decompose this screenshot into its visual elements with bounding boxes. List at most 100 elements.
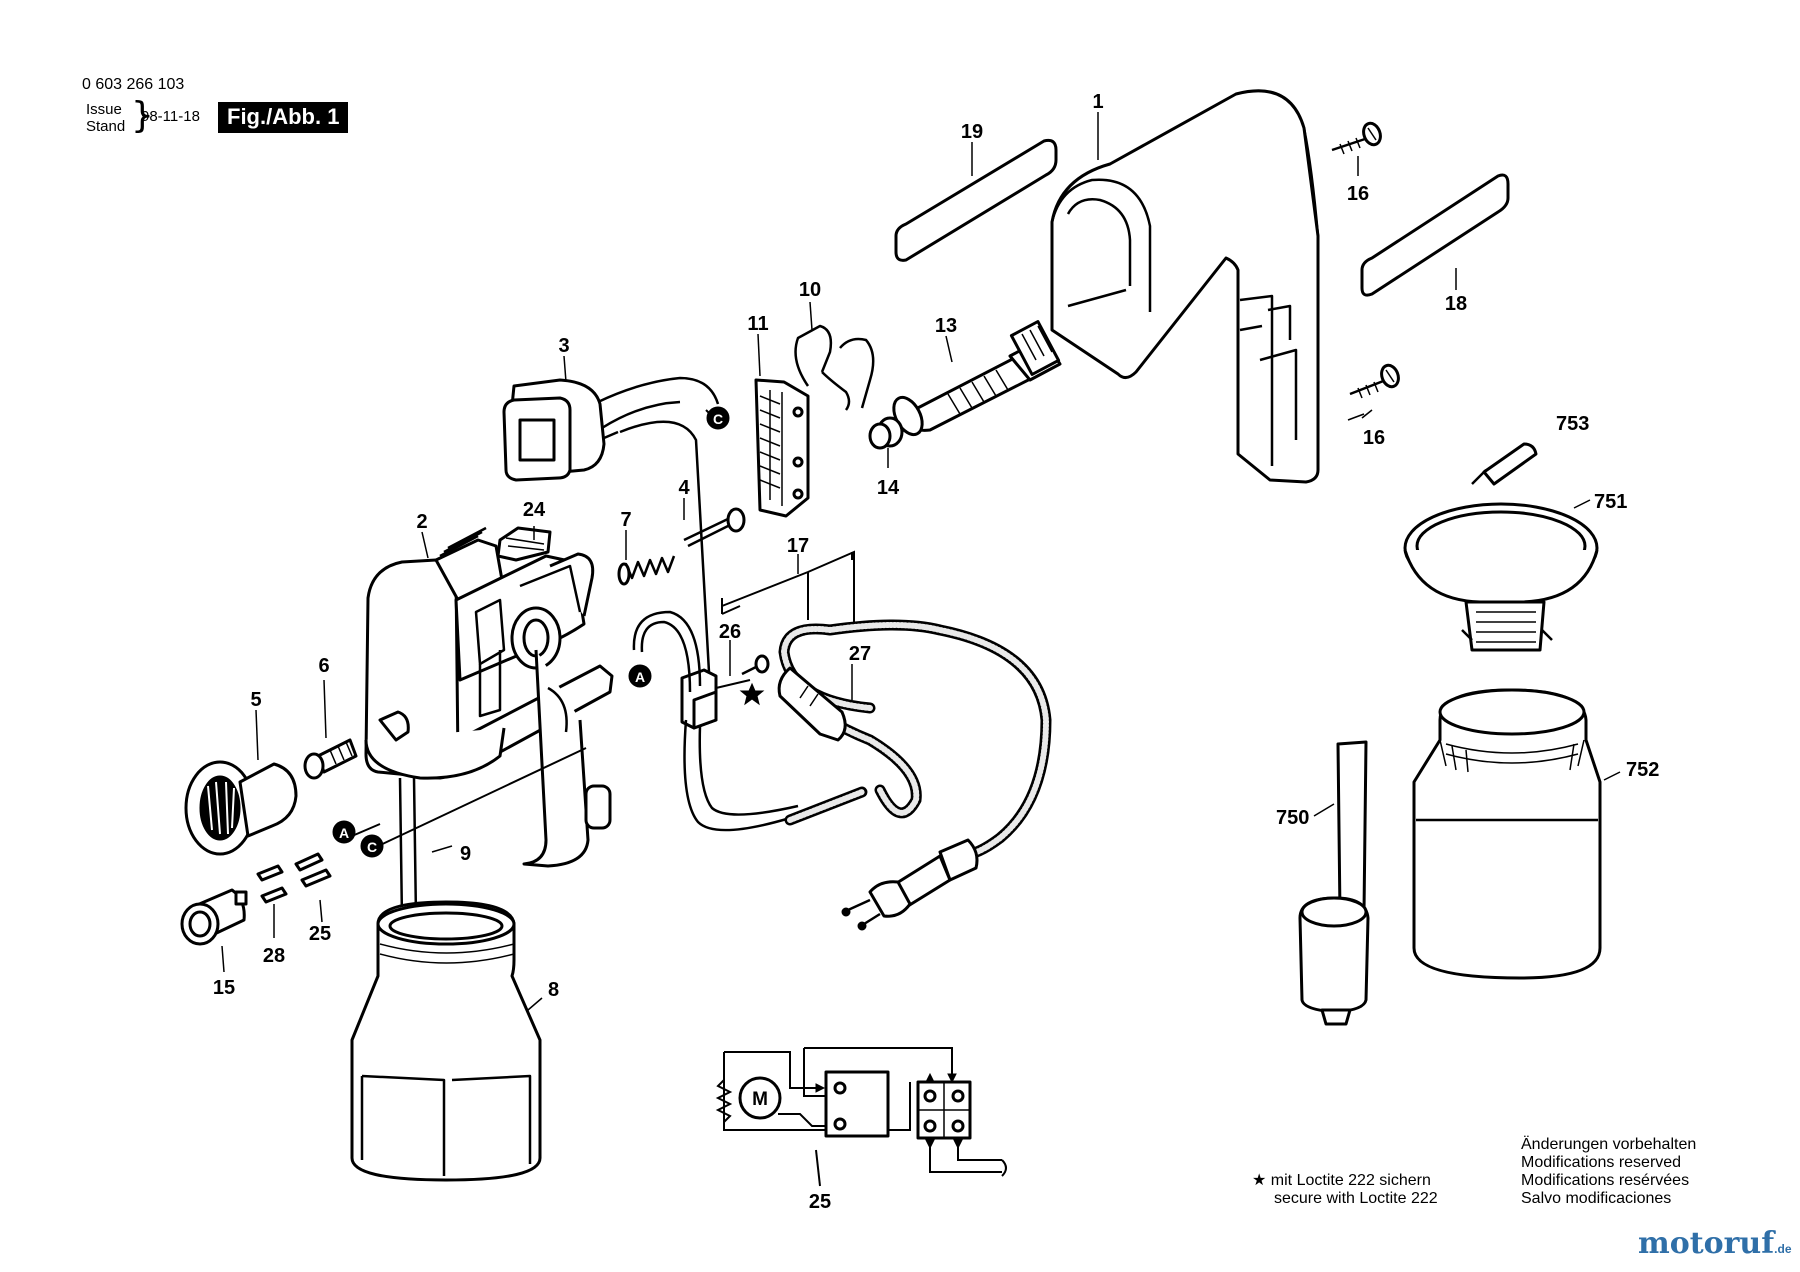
brand-tld: .de <box>1774 1242 1792 1256</box>
part-750-measuring-cup <box>1298 740 1370 1026</box>
callout-16-top: 16 <box>1347 183 1369 205</box>
callout-13: 13 <box>935 315 957 337</box>
tube-c <box>619 420 712 691</box>
svg-text:A: A <box>635 669 645 685</box>
callout-3: 3 <box>558 335 569 357</box>
bracket-17 <box>721 550 855 624</box>
part-1-cover <box>1050 89 1320 484</box>
schematic-leader <box>815 1149 821 1187</box>
callout-14: 14 <box>877 477 900 499</box>
callout-4: 4 <box>678 477 690 499</box>
issue-date: 98-11-18 <box>141 108 200 125</box>
star-icon: ★ <box>1252 1172 1267 1189</box>
callout-752: 752 <box>1626 759 1659 781</box>
callout-15: 15 <box>213 977 235 999</box>
star-icon <box>739 654 770 706</box>
callout-16-bottom: 16 <box>1363 427 1385 449</box>
wiring-schematic <box>715 1047 1007 1177</box>
callout-28: 28 <box>263 945 285 967</box>
callout-25: 25 <box>309 923 331 945</box>
lead-a-line <box>351 823 381 837</box>
modifications-de: Änderungen vorbehalten <box>1521 1136 1697 1153</box>
marker-a-bottom: A <box>332 820 356 844</box>
brand-name: motoruf <box>1638 1226 1775 1261</box>
callout-27: 27 <box>849 643 871 665</box>
part-9-suction-tube <box>398 777 418 921</box>
part-15-switch <box>180 888 248 946</box>
callout-1: 1 <box>1092 91 1103 113</box>
part-8-container <box>350 900 542 1182</box>
svg-text:C: C <box>367 839 377 855</box>
marker-a-left: A <box>628 664 652 688</box>
part-751-funnel <box>1403 502 1599 652</box>
callout-labels: 1 19 16 18 10 11 3 13 14 24 4 7 2 17 26 … <box>213 91 1660 1213</box>
brand-logo: motoruf.de <box>1638 1226 1792 1261</box>
part-18-label-strip <box>1360 173 1510 297</box>
part-25-connectors <box>294 852 332 888</box>
callout-2: 2 <box>416 511 427 533</box>
callout-19: 19 <box>961 121 983 143</box>
part-10-spring-clip <box>794 324 875 411</box>
part-16-screw-top <box>1331 121 1382 155</box>
loctite-note: ★ mit Loctite 222 sichern secure with Lo… <box>1252 1172 1438 1208</box>
part-19-label-strip <box>894 138 1058 262</box>
modifications-note: Änderungen vorbehalten Modifications res… <box>1521 1136 1696 1208</box>
issue-stand-label: Issue Stand <box>86 101 125 135</box>
issue-label: Issue <box>86 101 122 118</box>
callout-8: 8 <box>548 979 559 1001</box>
plug-icon <box>841 838 979 931</box>
part-13-nozzle <box>892 320 1062 437</box>
motor-symbol-icon: M <box>738 1076 782 1120</box>
part-5-knob <box>184 760 298 856</box>
stand-label: Stand <box>86 118 126 135</box>
part-27-mains-cable <box>777 619 1052 861</box>
part-4-needle <box>683 507 746 548</box>
callout-9: 9 <box>460 843 471 865</box>
part-number: 0 603 266 103 <box>82 76 185 93</box>
loctite-en: secure with Loctite 222 <box>1274 1190 1438 1207</box>
marker-c-top: C <box>705 406 730 430</box>
part-26-terminal <box>632 610 718 730</box>
figure-badge: Fig./Abb. 1 <box>218 102 349 133</box>
part-28-connectors <box>256 864 288 904</box>
svg-text:C: C <box>713 411 723 427</box>
modifications-es: Salvo modificaciones <box>1521 1190 1672 1207</box>
callout-18: 18 <box>1445 293 1467 315</box>
part-14-seal <box>868 416 904 450</box>
callout-11: 11 <box>747 313 768 335</box>
marker-c-bottom: C <box>360 834 384 858</box>
wire-26-b <box>698 725 799 816</box>
callout-24: 24 <box>523 499 546 521</box>
svg-text:A: A <box>339 825 349 841</box>
part-16-screw-bottom <box>1349 363 1400 399</box>
callout-750: 750 <box>1276 807 1309 829</box>
callout-17: 17 <box>787 535 809 557</box>
lead-c-line <box>373 747 587 849</box>
modifications-fr: Modifications resérvées <box>1521 1172 1690 1189</box>
part-753-needle <box>1471 442 1538 486</box>
motor-label: M <box>752 1089 768 1110</box>
callout-25-schematic: 25 <box>809 1191 831 1213</box>
part-3-intake <box>502 376 720 482</box>
leader-lines <box>221 112 1621 1011</box>
part-7-spring <box>617 555 676 586</box>
part-11-bracket <box>754 378 810 518</box>
loctite-de: mit Loctite 222 sichern <box>1270 1172 1431 1189</box>
star-lead <box>715 679 751 689</box>
callout-7: 7 <box>620 509 631 531</box>
wire-26-a <box>683 719 791 832</box>
brace-icon: } <box>131 95 154 136</box>
callout-753: 753 <box>1556 413 1589 435</box>
callout-10: 10 <box>799 279 821 301</box>
part-2-body <box>364 526 614 868</box>
callout-751: 751 <box>1594 491 1627 513</box>
bracket-17-tail <box>721 605 741 615</box>
part-752-container <box>1412 688 1602 980</box>
callout-26: 26 <box>719 621 741 643</box>
callout-5: 5 <box>250 689 261 711</box>
callout-6: 6 <box>318 655 329 677</box>
modifications-en: Modifications reserved <box>1521 1154 1682 1171</box>
part-6-adjuster <box>303 710 410 780</box>
